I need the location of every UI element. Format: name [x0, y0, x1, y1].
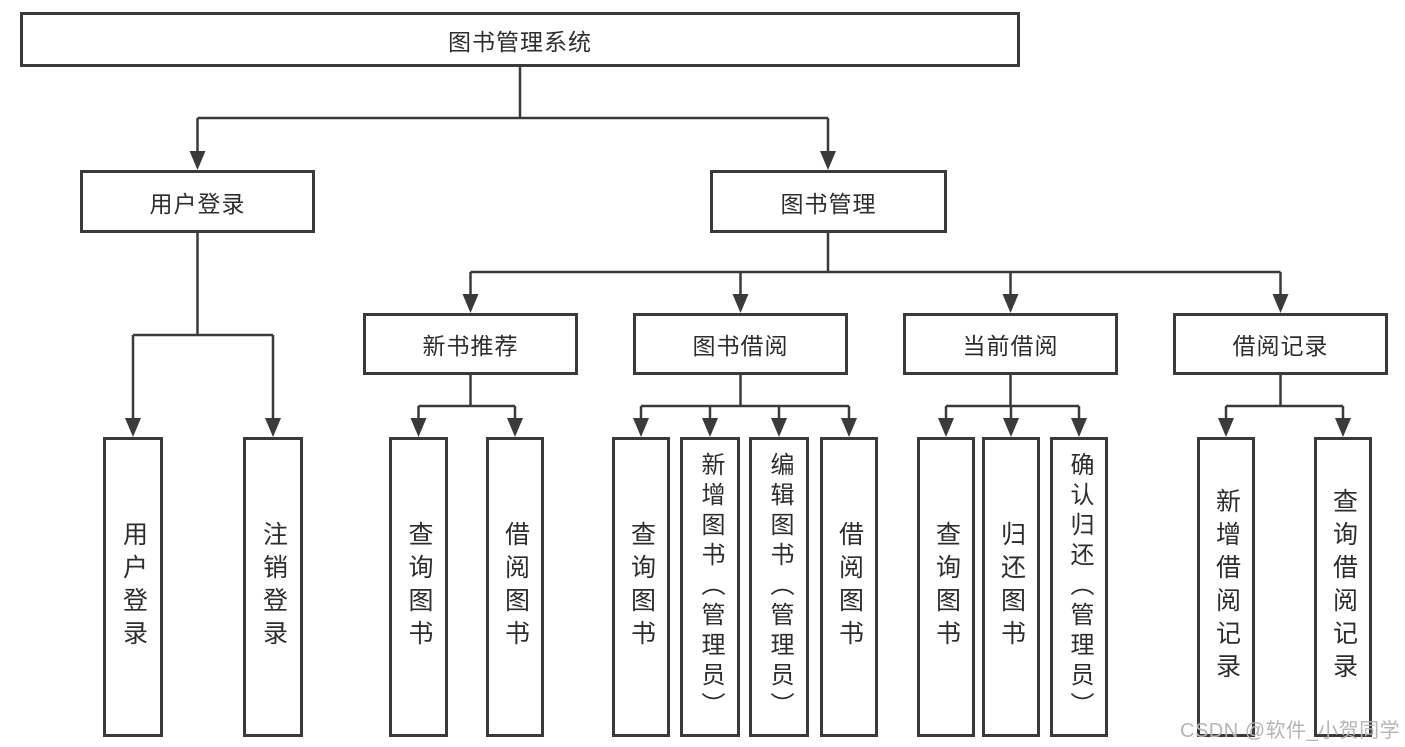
- leaf-query-books-current: 查询图书: [917, 437, 975, 737]
- node-book-borrow: 图书借阅: [633, 313, 848, 375]
- leaf-add-book-admin: 新增图书（管理员）: [680, 437, 740, 737]
- leaf-add-borrow-record: 新增借阅记录: [1197, 437, 1255, 737]
- leaf-confirm-return-admin: 确认归还（管理员）: [1050, 437, 1108, 737]
- node-borrow-records: 借阅记录: [1173, 313, 1388, 375]
- leaf-query-books-recommend: 查询图书: [389, 437, 448, 737]
- leaf-edit-book-admin: 编辑图书（管理员）: [749, 437, 809, 737]
- leaf-borrow-books: 借阅图书: [820, 437, 878, 737]
- leaf-borrow-books-recommend: 借阅图书: [486, 437, 544, 737]
- watermark: CSDN @软件_小贺同学: [1180, 720, 1401, 742]
- tree-edges: [131, 67, 1345, 423]
- leaf-query-borrow-record: 查询借阅记录: [1314, 437, 1372, 737]
- arrowhead-icon: [125, 151, 1351, 437]
- node-current-borrow: 当前借阅: [903, 313, 1118, 375]
- leaf-return-book: 归还图书: [982, 437, 1040, 737]
- node-user-login: 用户登录: [80, 170, 315, 233]
- leaf-logout-login: 注销登录: [243, 437, 303, 737]
- leaf-user-login: 用户登录: [103, 437, 163, 737]
- node-root-system: 图书管理系统: [20, 12, 1020, 67]
- node-book-management: 图书管理: [710, 170, 947, 233]
- leaf-query-books-borrow: 查询图书: [612, 437, 670, 737]
- node-new-book-recommend: 新书推荐: [363, 313, 578, 375]
